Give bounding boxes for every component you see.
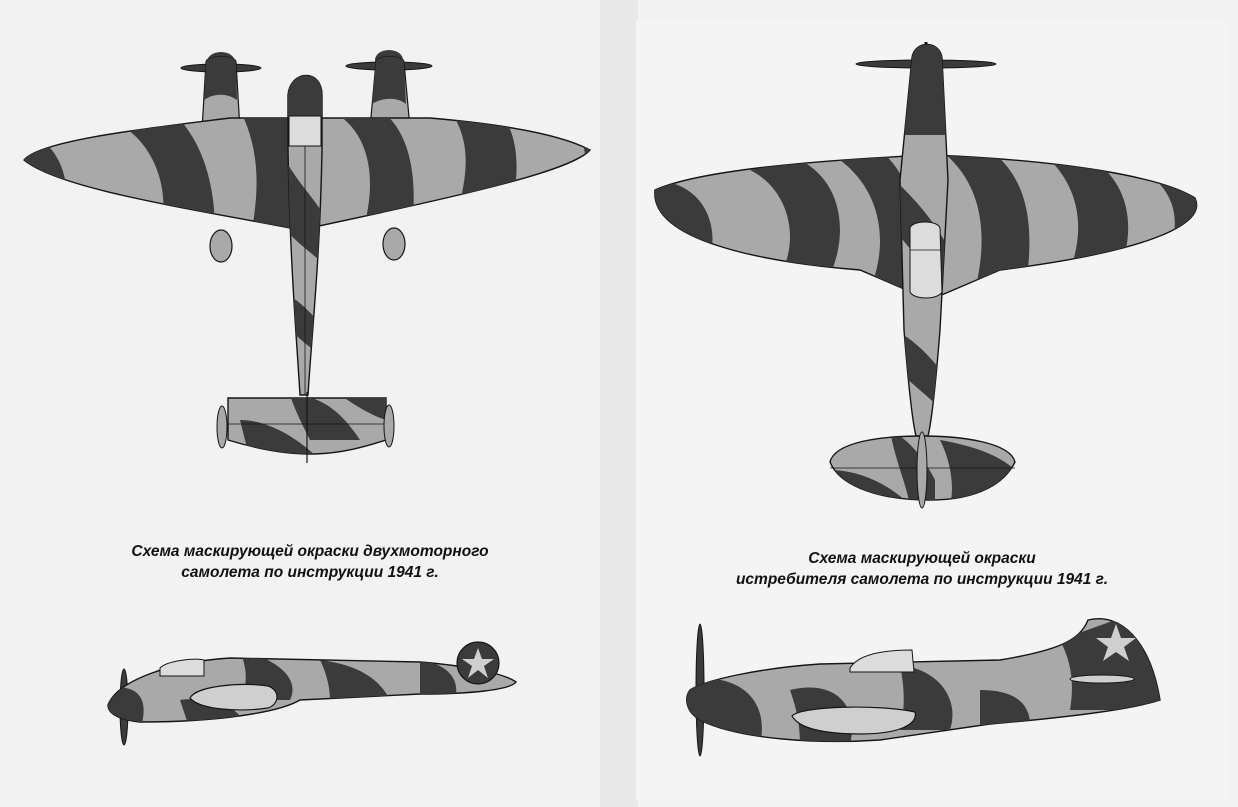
- caption-twin-engine: Схема маскирующей окраски двухмоторного …: [60, 541, 560, 583]
- fighter-side-view: [686, 618, 1161, 757]
- caption-fighter-line1: Схема маскирующей окраски: [808, 550, 1036, 567]
- right-tail-fin: [383, 404, 395, 448]
- twin-side-canopy: [159, 658, 205, 677]
- caption-twin-engine-line2: самолета по инструкции 1941 г.: [181, 564, 439, 581]
- fighter-cockpit-canopy: [909, 221, 943, 299]
- twin-side-nacelle: [189, 683, 278, 711]
- caption-fighter: Схема маскирующей окраски истребителя са…: [672, 548, 1172, 590]
- page-gutter: [600, 0, 638, 807]
- fighter-star-icon: [1096, 624, 1136, 661]
- left-tail-fin: [216, 405, 228, 449]
- fighter-side-wing-root: [791, 706, 916, 735]
- fighter-side-stabilizer: [1069, 674, 1135, 684]
- caption-fighter-line2: истребителя самолета по инструкции 1941 …: [735, 571, 1109, 588]
- twin-engine-side-view: [107, 641, 517, 746]
- right-nacelle-tail: [382, 227, 406, 261]
- caption-twin-engine-line1: Схема маскирующей окраски двухмоторного: [131, 543, 489, 560]
- left-nacelle-tail: [209, 229, 233, 263]
- fighter-tail-fin: [916, 431, 928, 509]
- twin-cockpit-canopy: [288, 115, 322, 147]
- fighter-side-canopy: [849, 649, 915, 673]
- twin-engine-top-view: [23, 50, 592, 463]
- twin-star-icon: [462, 648, 494, 678]
